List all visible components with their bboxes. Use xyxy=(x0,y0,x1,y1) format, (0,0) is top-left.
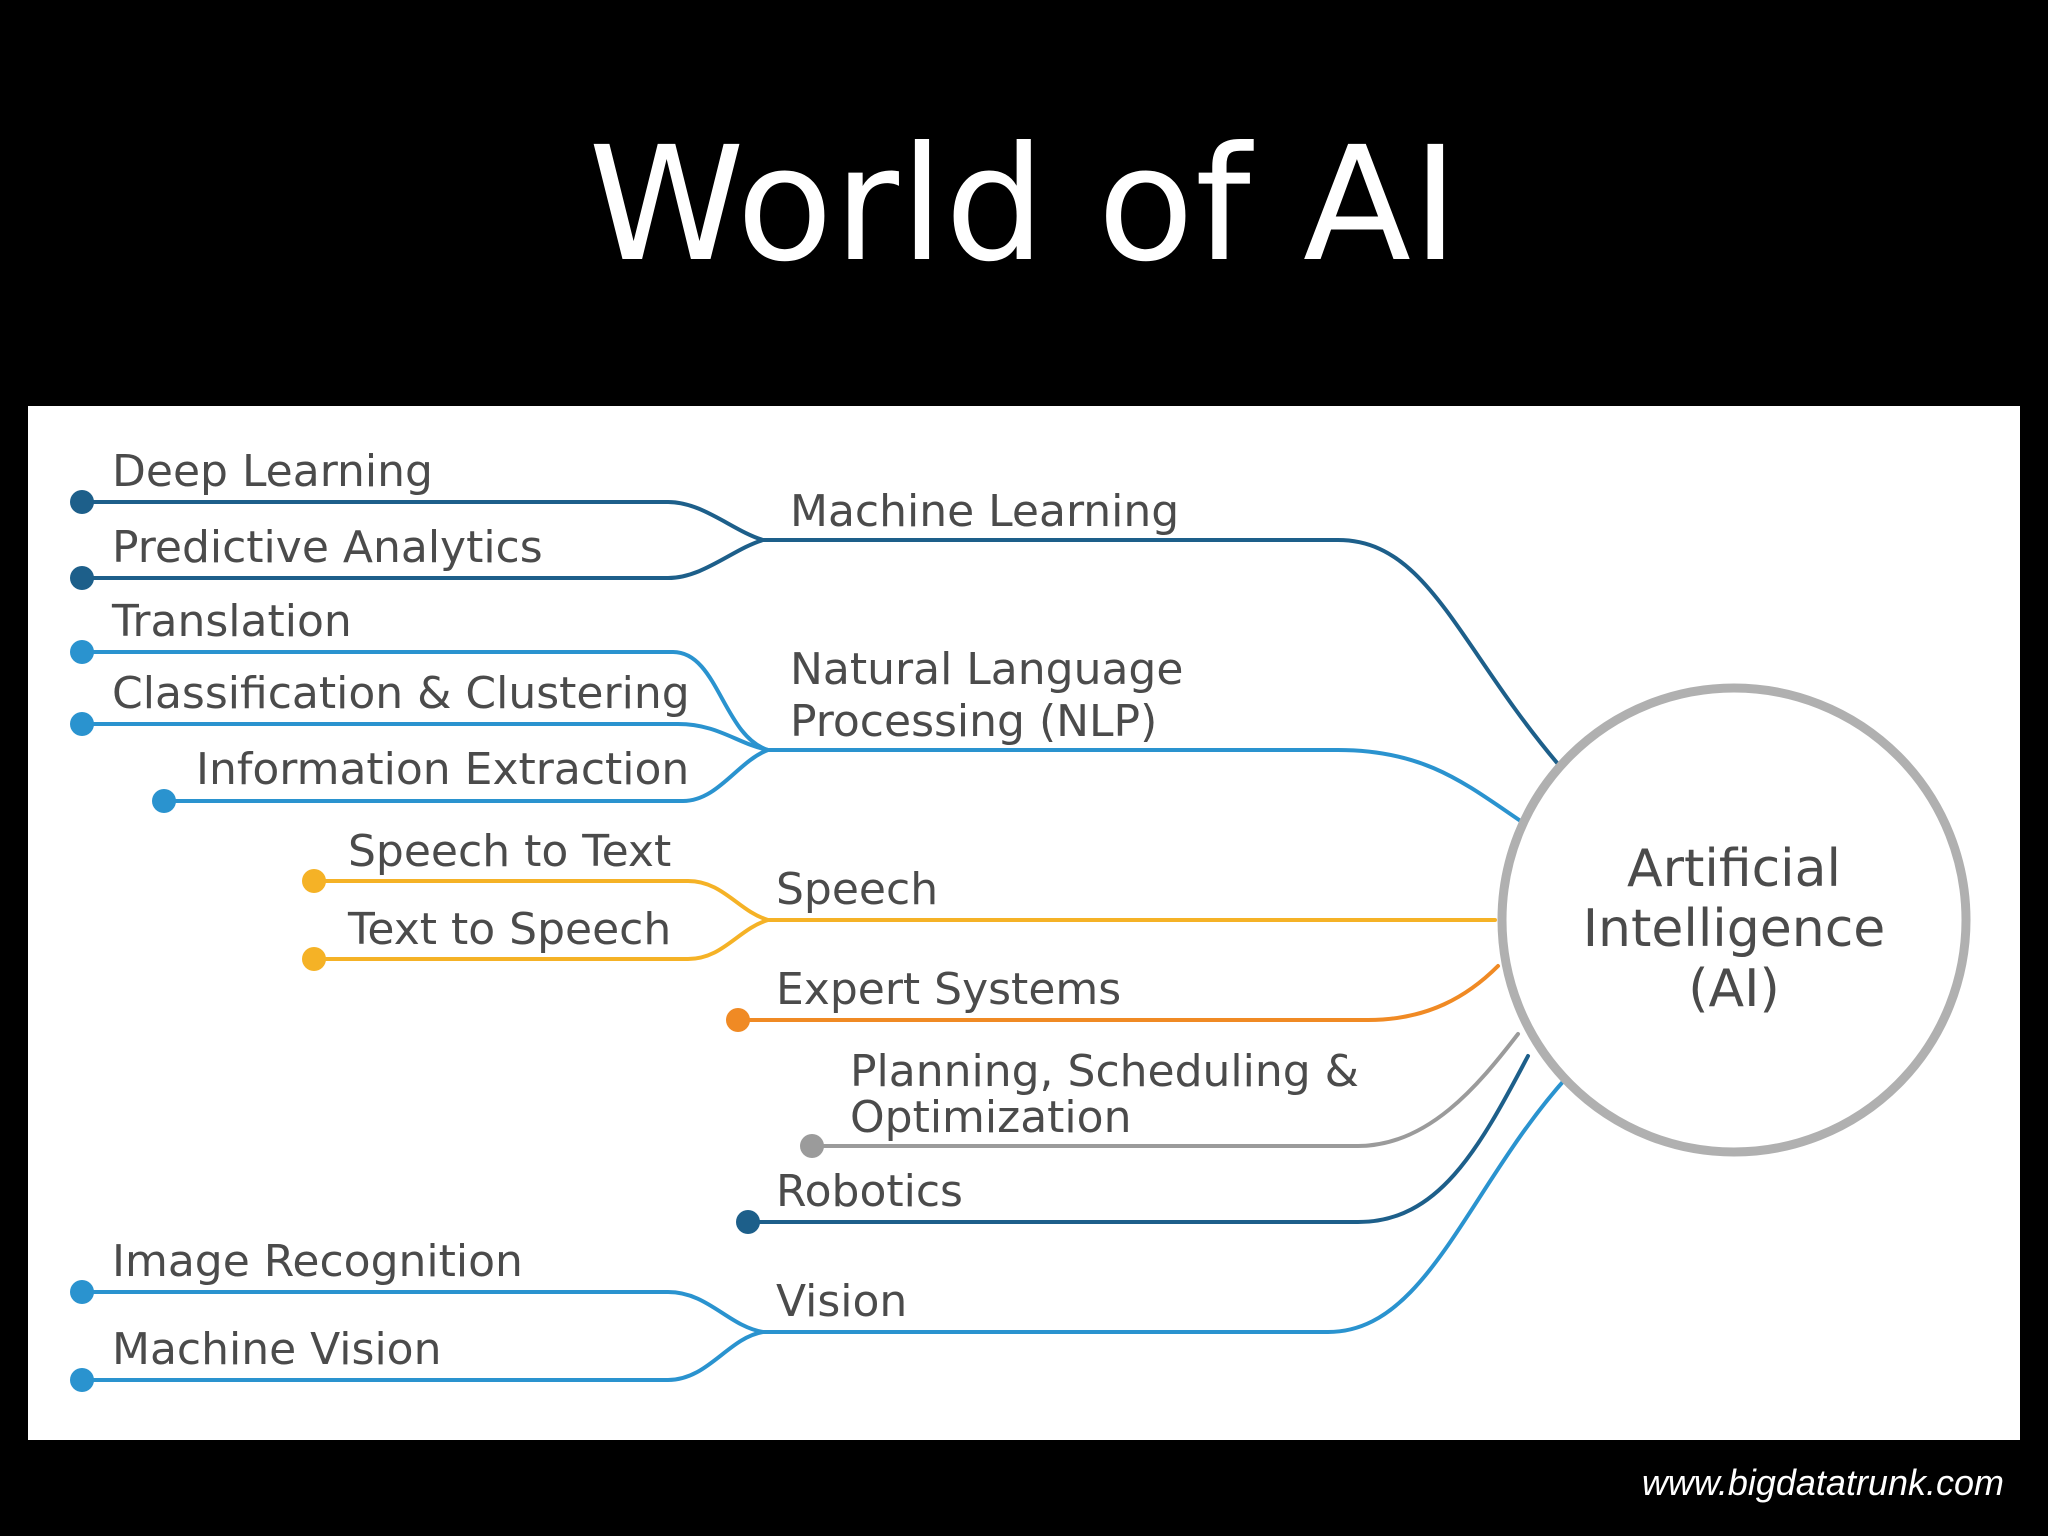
dot-text-to-speech xyxy=(302,947,326,971)
dot-translation xyxy=(70,640,94,664)
label-predictive-analytics: Predictive Analytics xyxy=(112,522,543,573)
dot-expert-systems xyxy=(726,1008,750,1032)
connector-classification xyxy=(80,722,770,752)
ai-hub-label: Artificial Intelligence (AI) xyxy=(1583,839,1886,1019)
label-nlp-line-1: Natural Language xyxy=(790,644,1183,695)
ai-hub-circle xyxy=(1497,683,1971,1157)
label-expert-systems: Expert Systems xyxy=(776,964,1121,1015)
dot-predictive-analytics xyxy=(70,566,94,590)
label-information-extraction: Information Extraction xyxy=(196,744,689,795)
connector-planning xyxy=(810,1032,1520,1148)
connector-translation xyxy=(80,650,770,752)
connector-machine-vision xyxy=(80,1330,765,1382)
dot-image-recognition xyxy=(70,1280,94,1304)
ai-mindmap-diagram: Artificial Intelligence (AI) Deep Learni… xyxy=(70,446,1971,1392)
slide-title: World of AI xyxy=(588,113,1460,297)
label-nlp-line-2: Processing (NLP) xyxy=(790,696,1157,747)
connector-nlp xyxy=(766,748,1530,828)
endpoint-dots xyxy=(70,490,824,1392)
connector-image-recognition xyxy=(80,1290,765,1334)
connector-machine-learning xyxy=(761,538,1560,766)
dot-machine-vision xyxy=(70,1368,94,1392)
connector-deep-learning xyxy=(80,500,765,542)
label-deep-learning: Deep Learning xyxy=(112,446,433,497)
label-translation: Translation xyxy=(111,596,352,647)
connector-vision xyxy=(761,1074,1570,1334)
connector-information-extraction xyxy=(162,748,770,803)
label-machine-vision: Machine Vision xyxy=(112,1324,441,1375)
connector-speech-to-text xyxy=(312,879,770,922)
label-speech: Speech xyxy=(776,864,938,915)
diagram-panel: Artificial Intelligence (AI) Deep Learni… xyxy=(28,406,2020,1440)
label-planning-line-2: Optimization xyxy=(850,1092,1131,1143)
dot-deep-learning xyxy=(70,490,94,514)
label-machine-learning: Machine Learning xyxy=(790,486,1179,537)
connector-expert-systems xyxy=(736,964,1500,1022)
hub-line-2: Intelligence xyxy=(1583,899,1886,959)
label-image-recognition: Image Recognition xyxy=(112,1236,523,1287)
label-vision: Vision xyxy=(776,1276,907,1327)
hub-line-1: Artificial xyxy=(1627,839,1841,899)
connector-text-to-speech xyxy=(312,918,770,961)
label-planning-line-1: Planning, Scheduling & xyxy=(850,1046,1359,1097)
connector-robotics xyxy=(746,1054,1530,1224)
dot-planning xyxy=(800,1134,824,1158)
dot-robotics xyxy=(736,1210,760,1234)
connector-predictive-analytics xyxy=(80,538,765,580)
label-robotics: Robotics xyxy=(776,1166,963,1217)
label-speech-to-text: Speech to Text xyxy=(348,826,671,877)
dot-information-extraction xyxy=(152,789,176,813)
hub-line-3: (AI) xyxy=(1688,959,1779,1019)
label-text-to-speech: Text to Speech xyxy=(347,904,671,955)
source-url-footer: www.bigdatatrunk.com xyxy=(1641,1462,2004,1503)
dot-classification xyxy=(70,712,94,736)
label-classification-clustering: Classification & Clustering xyxy=(112,668,690,719)
dot-speech-to-text xyxy=(302,869,326,893)
